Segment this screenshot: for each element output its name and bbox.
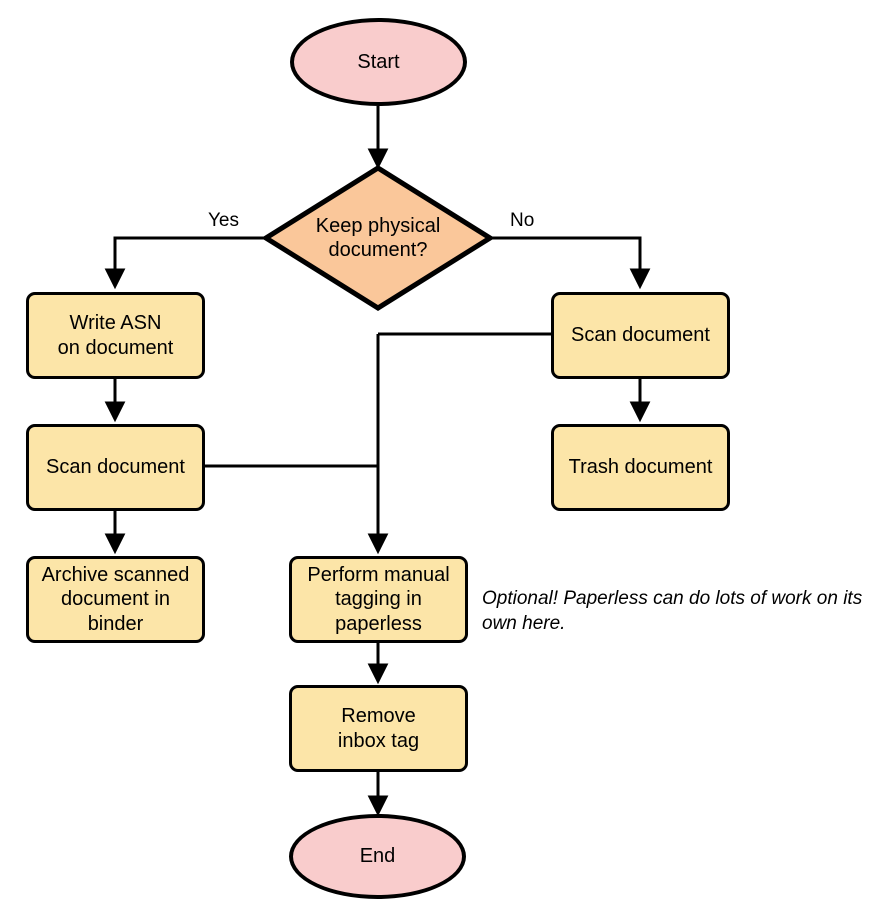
edge-label-yes: Yes: [208, 210, 239, 231]
node-remove-inbox-tag[interactable]: Remove inbox tag: [289, 685, 468, 772]
edge-decision-to-scan-right: [490, 236, 651, 290]
node-scan-document-left[interactable]: Scan document: [26, 424, 205, 511]
edge-label-no: No: [510, 210, 535, 231]
node-decision-label: Keep physical document?: [315, 214, 441, 261]
node-manual-tagging-label: Perform manual tagging in paperless: [307, 563, 450, 635]
node-trash-document-label: Trash document: [568, 456, 713, 479]
node-archive-label: Archive scanned document in binder: [41, 563, 190, 635]
node-decision-keep-physical-document[interactable]: Keep physical document?: [262, 164, 494, 312]
node-archive-scanned-document[interactable]: Archive scanned document in binder: [26, 556, 205, 643]
node-end-label: End: [359, 845, 396, 868]
node-scan-document-left-label: Scan document: [46, 456, 185, 479]
node-trash-document[interactable]: Trash document: [551, 424, 730, 511]
node-end[interactable]: End: [289, 814, 466, 899]
node-perform-manual-tagging[interactable]: Perform manual tagging in paperless: [289, 556, 468, 643]
node-write-asn-label: Write ASN on document: [57, 312, 174, 359]
node-scan-document-right[interactable]: Scan document: [551, 292, 730, 379]
diamond-shape: [262, 165, 494, 311]
node-start[interactable]: Start: [290, 18, 467, 106]
edge-decision-to-write-asn: [104, 236, 266, 290]
node-write-asn-on-document[interactable]: Write ASN on document: [26, 292, 205, 379]
node-start-label: Start: [357, 50, 400, 73]
node-scan-document-right-label: Scan document: [571, 324, 710, 347]
node-remove-inbox-tag-label: Remove inbox tag: [337, 705, 420, 752]
annotation-optional-paperless: Optional! Paperless can do lots of work …: [482, 588, 863, 635]
